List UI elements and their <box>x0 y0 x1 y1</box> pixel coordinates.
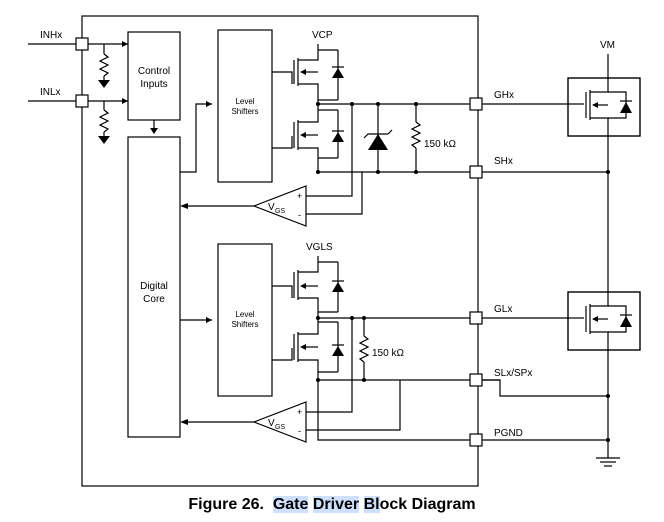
svg-text:-: - <box>298 210 301 220</box>
svg-text:SHx: SHx <box>494 156 513 167</box>
caption-prefix: Figure 26. <box>188 496 264 513</box>
inhx-pulldown-resistor <box>88 41 128 88</box>
svg-text:Shifters: Shifters <box>231 107 258 116</box>
resistor-150k-high: 150 kΩ <box>410 104 456 172</box>
resistor-150k-low: 150 kΩ <box>358 318 404 380</box>
vgls-label: VGLS <box>306 242 333 253</box>
ic-outline <box>81 15 479 487</box>
figure-caption: Figure 26. Gate Driver Block Diagram <box>0 496 664 514</box>
ls-upper-fet <box>272 262 344 313</box>
hs-lower-fet <box>272 109 344 159</box>
svg-text:Level: Level <box>235 310 254 319</box>
caption-word-ock: ock <box>379 496 408 513</box>
vm-label: VM <box>600 40 615 51</box>
caption-word-diagram: Diagram <box>411 496 476 513</box>
svg-text:PGND: PGND <box>494 428 523 439</box>
control-inputs-label-line2: Inputs <box>140 79 167 90</box>
vgs-comparator-high: V GS + - <box>180 104 363 227</box>
level-shifters-low <box>217 243 273 397</box>
svg-text:SLx/SPx: SLx/SPx <box>494 368 532 379</box>
slx-pin: SLx/SPx <box>469 368 608 397</box>
svg-text:Shifters: Shifters <box>231 320 258 329</box>
digital-core-label-line2: Core <box>143 294 165 305</box>
svg-text:GS: GS <box>275 208 285 215</box>
external-low-fet <box>567 291 641 351</box>
control-inputs-label-line1: Control <box>138 66 170 77</box>
level-shifters-high <box>217 29 273 183</box>
shx-pin: SHx <box>469 156 608 179</box>
svg-text:INLx: INLx <box>40 87 61 98</box>
digital-core-block <box>127 136 181 438</box>
svg-text:GHx: GHx <box>494 90 514 101</box>
ls-lower-fet <box>272 321 344 373</box>
zener-diode <box>363 104 393 172</box>
svg-text:150 kΩ: 150 kΩ <box>424 139 456 150</box>
svg-text:V: V <box>268 202 275 213</box>
caption-word-driver: Driver <box>312 496 360 513</box>
svg-text:-: - <box>298 426 301 436</box>
glx-pin: GLx <box>469 304 568 325</box>
digital-core-label-line1: Digital <box>140 281 168 292</box>
inhx-pin: INHx <box>28 30 89 51</box>
ground-symbol <box>596 457 620 467</box>
svg-text:GS: GS <box>275 424 285 431</box>
caption-word-gate: Gate <box>272 496 309 513</box>
svg-text:150 kΩ: 150 kΩ <box>372 348 404 359</box>
svg-text:+: + <box>297 191 302 201</box>
svg-text:INHx: INHx <box>40 30 62 41</box>
svg-text:+: + <box>297 407 302 417</box>
caption-word-bl: Bl <box>363 496 380 513</box>
external-high-fet <box>567 77 641 137</box>
vgs-comparator-low: V GS + - <box>180 318 401 443</box>
svg-text:GLx: GLx <box>494 304 512 315</box>
inlx-pin: INLx <box>28 87 89 108</box>
inlx-pulldown-resistor <box>88 98 128 144</box>
gate-driver-block-diagram: INHx INLx Control Inputs Digital Core Le… <box>28 15 641 487</box>
pgnd-pin: PGND <box>469 428 608 447</box>
vcp-label: VCP <box>312 30 333 41</box>
ghx-pin: GHx <box>469 90 568 111</box>
hs-upper-fet <box>272 50 344 101</box>
svg-text:Level: Level <box>235 97 254 106</box>
svg-text:V: V <box>268 418 275 429</box>
